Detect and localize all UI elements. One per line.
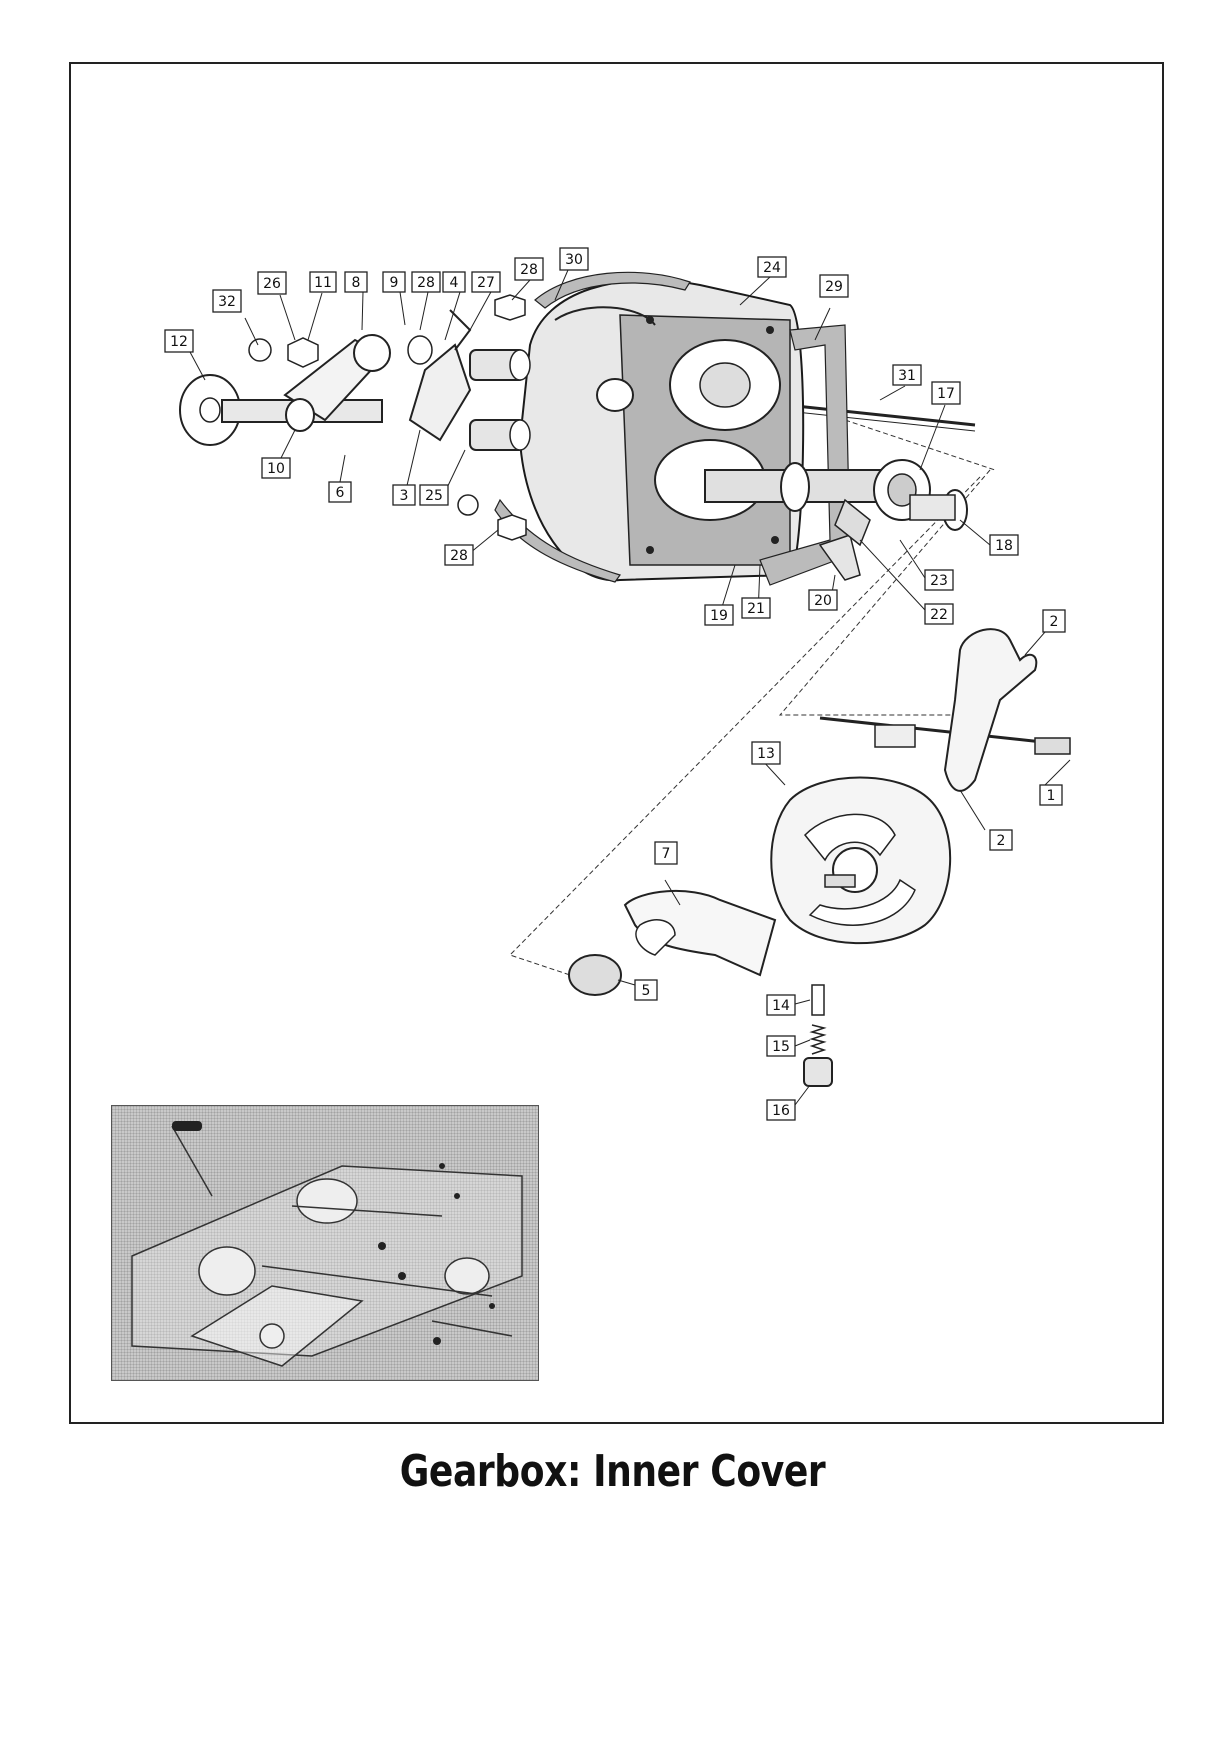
callout-7: 7 bbox=[654, 841, 678, 865]
callout-13: 13 bbox=[751, 741, 781, 765]
inset-overview-photo bbox=[111, 1105, 539, 1381]
svg-text:16: 16 bbox=[772, 1103, 790, 1119]
svg-text:2: 2 bbox=[1050, 614, 1059, 630]
svg-text:25: 25 bbox=[425, 488, 443, 504]
svg-text:31: 31 bbox=[898, 368, 916, 384]
svg-text:18: 18 bbox=[995, 538, 1013, 554]
svg-text:14: 14 bbox=[772, 998, 790, 1014]
svg-text:17: 17 bbox=[937, 386, 955, 402]
svg-text:23: 23 bbox=[930, 573, 948, 589]
outer-lever-assembly bbox=[179, 334, 433, 446]
callout-28-a: 28 bbox=[411, 271, 441, 293]
callout-24: 24 bbox=[757, 256, 787, 278]
svg-text:30: 30 bbox=[565, 252, 583, 268]
callout-21: 21 bbox=[741, 597, 771, 619]
callout-4: 4 bbox=[442, 271, 466, 293]
svg-text:28: 28 bbox=[417, 275, 435, 291]
diagram-frame bbox=[69, 62, 1164, 1424]
svg-text:12: 12 bbox=[170, 334, 188, 350]
page-title: Gearbox: Inner Cover bbox=[399, 1446, 826, 1497]
selector-forks bbox=[819, 628, 1071, 792]
svg-text:15: 15 bbox=[772, 1039, 790, 1055]
callout-18: 18 bbox=[989, 534, 1019, 556]
svg-text:27: 27 bbox=[477, 275, 495, 291]
callout-2-bottom: 2 bbox=[989, 829, 1013, 851]
svg-text:2: 2 bbox=[997, 833, 1006, 849]
svg-text:10: 10 bbox=[267, 461, 285, 477]
camplate bbox=[770, 776, 952, 945]
callout-27: 27 bbox=[471, 271, 501, 293]
callout-23: 23 bbox=[924, 569, 954, 591]
callout-25: 25 bbox=[419, 484, 449, 506]
callout-14: 14 bbox=[766, 994, 796, 1016]
callout-2-top: 2 bbox=[1042, 609, 1066, 633]
callout-30: 30 bbox=[559, 247, 589, 271]
assembly-outline bbox=[509, 414, 996, 976]
gasket-29 bbox=[759, 324, 851, 586]
callout-28-c: 28 bbox=[444, 544, 474, 566]
callout-22: 22 bbox=[924, 603, 954, 625]
quadrant-and-plunger bbox=[568, 890, 777, 996]
camshaft-assembly bbox=[704, 459, 968, 581]
callout-16: 16 bbox=[766, 1099, 796, 1121]
callout-9: 9 bbox=[382, 271, 406, 293]
callout-12: 12 bbox=[164, 329, 194, 353]
svg-text:32: 32 bbox=[218, 294, 236, 310]
bushes-and-nuts bbox=[408, 294, 531, 541]
callout-17: 17 bbox=[931, 381, 961, 405]
svg-text:20: 20 bbox=[814, 593, 832, 609]
callout-8: 8 bbox=[344, 271, 368, 293]
svg-text:1: 1 bbox=[1047, 788, 1056, 804]
svg-text:9: 9 bbox=[390, 275, 399, 291]
svg-text:5: 5 bbox=[642, 983, 651, 999]
callout-11: 11 bbox=[309, 271, 337, 293]
callout-6: 6 bbox=[328, 481, 352, 503]
svg-text:3: 3 bbox=[400, 488, 409, 504]
svg-text:28: 28 bbox=[450, 548, 468, 564]
leader-lines bbox=[189, 269, 1071, 1106]
svg-text:6: 6 bbox=[336, 485, 345, 501]
callout-26: 26 bbox=[257, 271, 287, 295]
callout-15: 15 bbox=[766, 1035, 796, 1057]
callout-20: 20 bbox=[808, 589, 838, 611]
svg-text:28: 28 bbox=[520, 262, 538, 278]
callout-10: 10 bbox=[261, 457, 291, 479]
svg-text:29: 29 bbox=[825, 279, 843, 295]
callout-31: 31 bbox=[892, 364, 922, 386]
svg-text:4: 4 bbox=[450, 275, 459, 291]
svg-text:19: 19 bbox=[710, 608, 728, 624]
svg-text:24: 24 bbox=[763, 260, 781, 276]
svg-text:26: 26 bbox=[263, 276, 281, 292]
svg-text:21: 21 bbox=[747, 601, 765, 617]
svg-text:11: 11 bbox=[314, 275, 332, 291]
callout-19: 19 bbox=[704, 604, 734, 626]
svg-text:22: 22 bbox=[930, 607, 948, 623]
callout-1: 1 bbox=[1039, 784, 1063, 806]
svg-text:13: 13 bbox=[757, 746, 775, 762]
svg-text:7: 7 bbox=[662, 846, 671, 862]
svg-text:8: 8 bbox=[352, 275, 361, 291]
callout-5: 5 bbox=[634, 979, 658, 1001]
callout-29: 29 bbox=[819, 274, 849, 298]
inner-cover-casting bbox=[518, 279, 805, 582]
index-plunger-parts bbox=[803, 984, 833, 1087]
callout-3: 3 bbox=[392, 484, 416, 506]
callout-32: 32 bbox=[212, 289, 242, 313]
callout-28-b: 28 bbox=[514, 257, 544, 281]
